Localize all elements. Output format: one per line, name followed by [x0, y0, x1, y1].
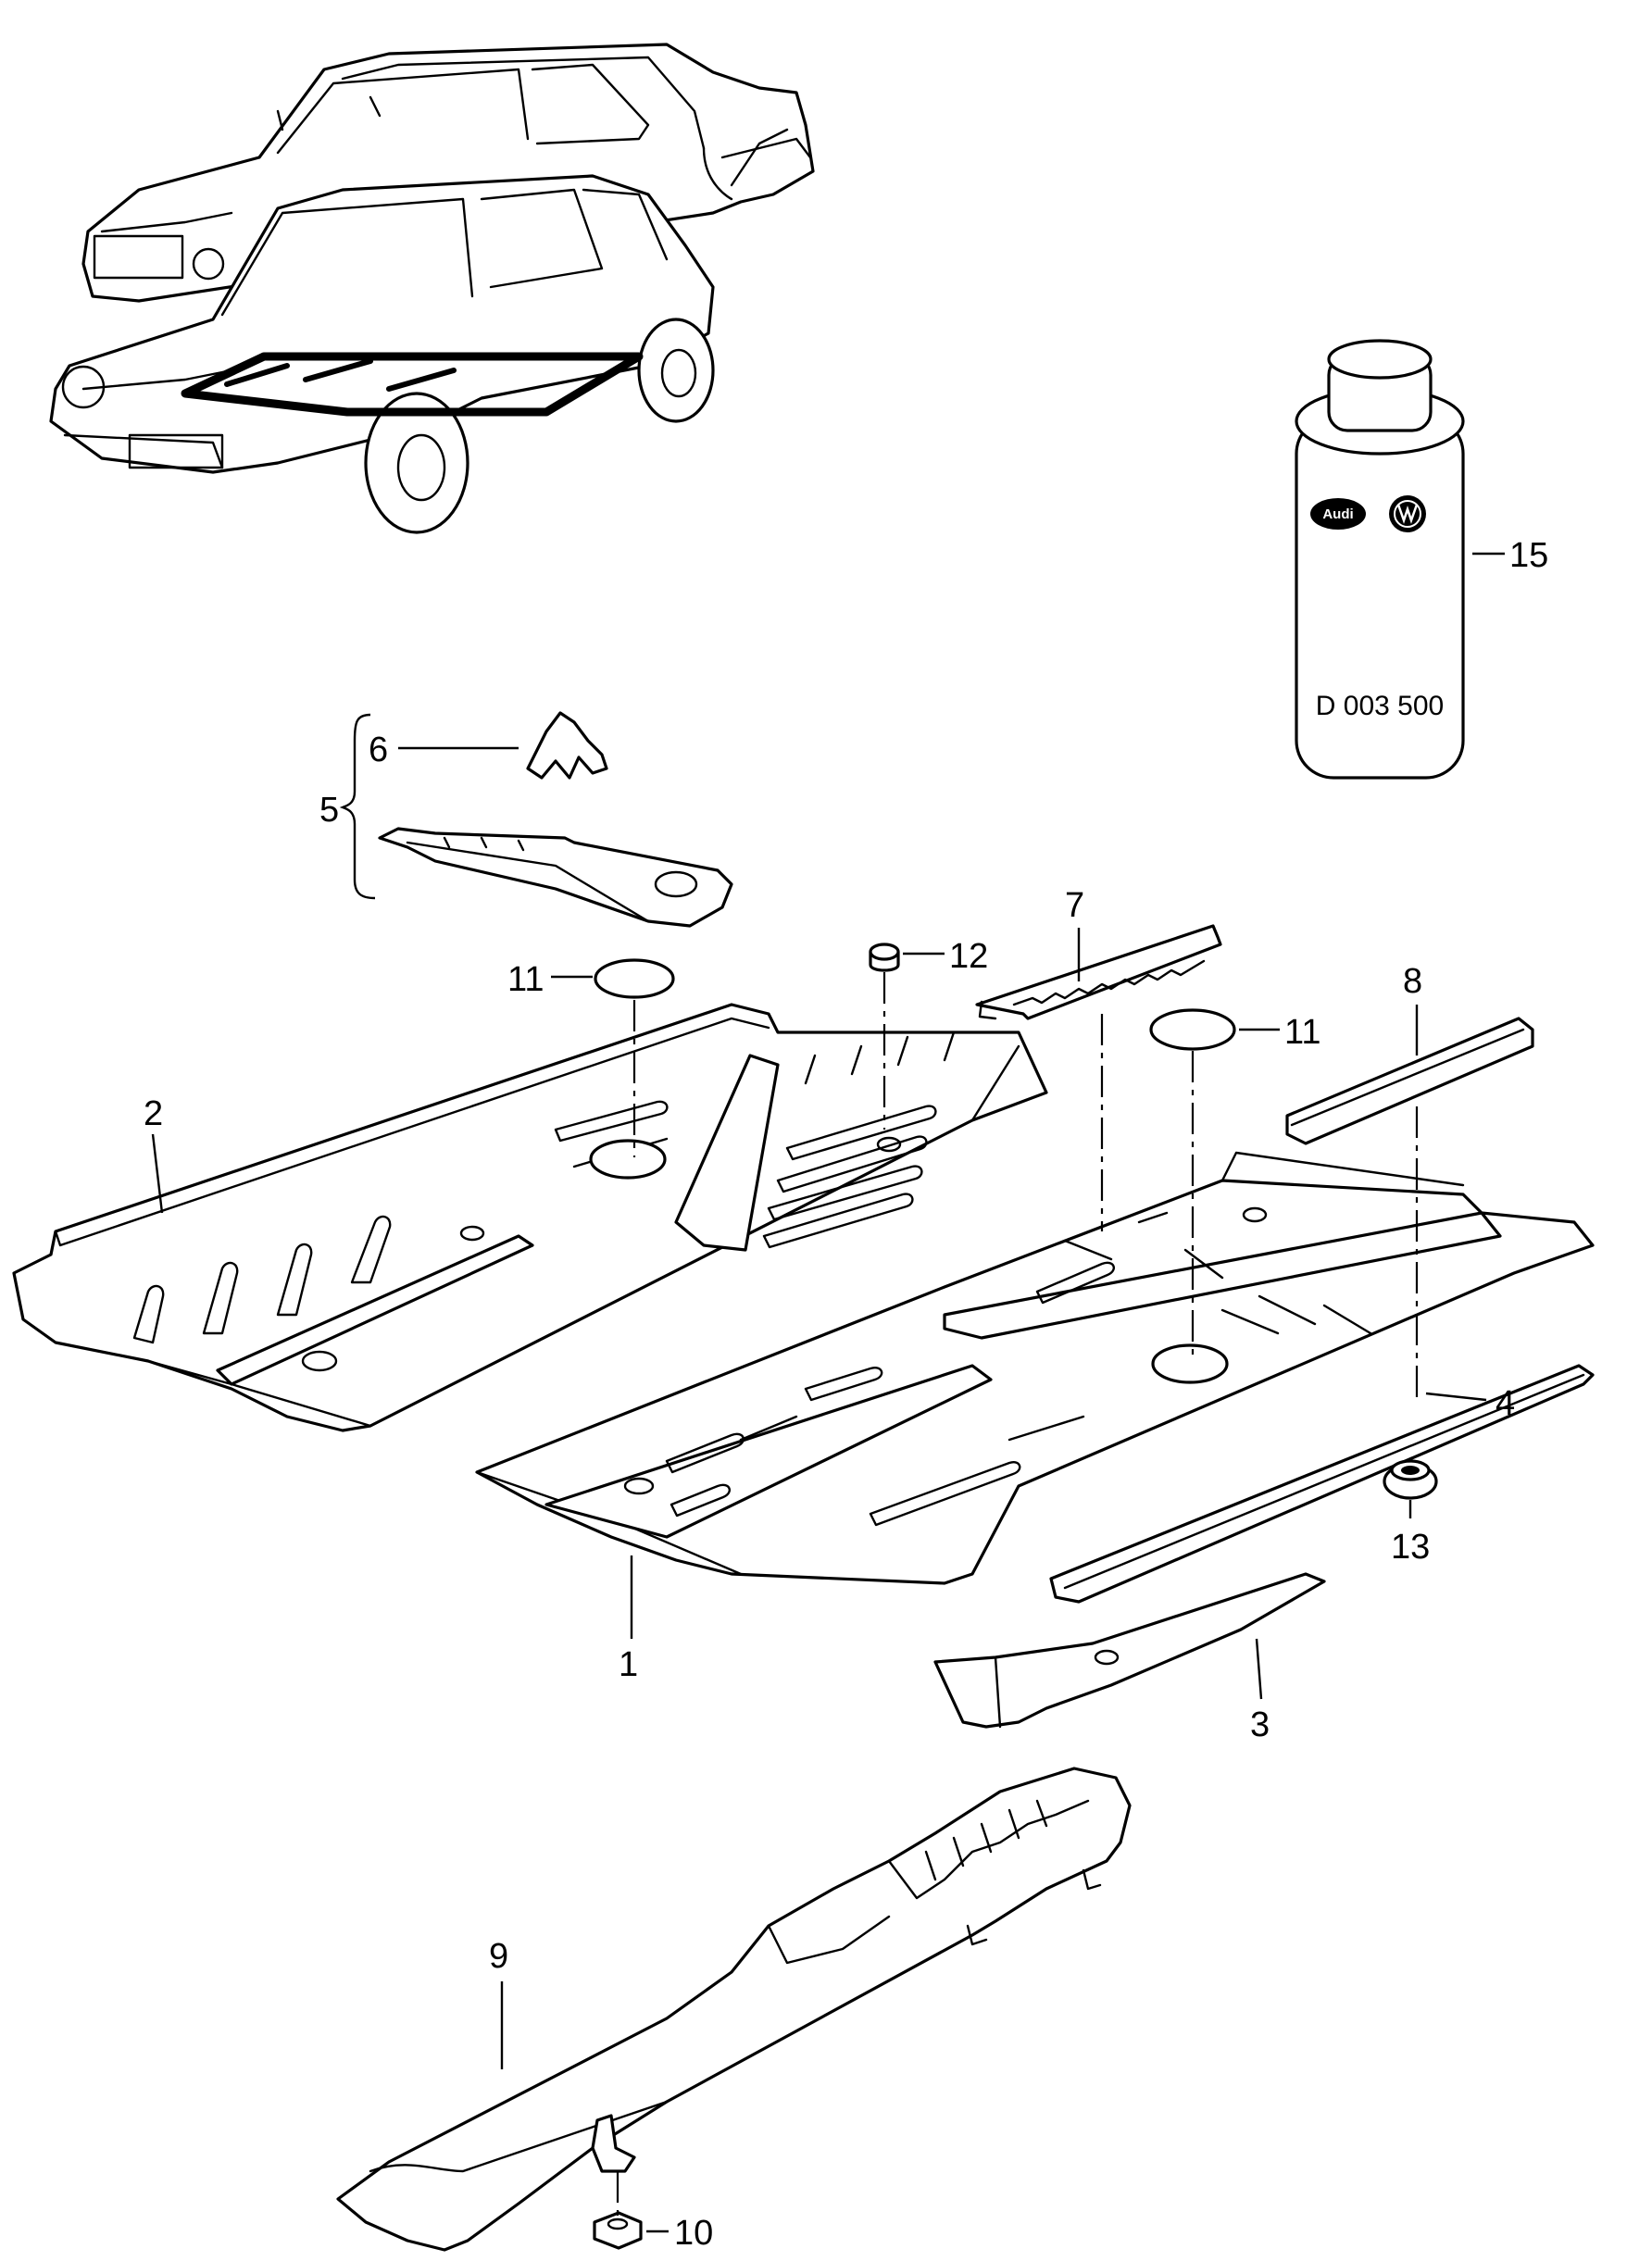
- plug-11-left: 11: [507, 958, 675, 999]
- callout-11-right: 11: [1284, 1013, 1320, 1052]
- callout-2: 2: [144, 1094, 163, 1133]
- car-illustration: [49, 43, 815, 534]
- floor-pan-part-1: 1: [475, 1151, 1595, 1684]
- callout-15: 15: [1509, 536, 1548, 575]
- callout-5: 5: [319, 791, 339, 830]
- callout-8: 8: [1403, 962, 1422, 1001]
- can-part-code: D 003 500: [1316, 691, 1444, 721]
- part-5-assembly: 5 6: [319, 711, 733, 928]
- grommet-part-13: 13: [1383, 1459, 1438, 1567]
- tunnel-part-9: 9: [336, 1767, 1132, 2252]
- callout-11-left: 11: [507, 960, 544, 999]
- sill-part-4: 4: [1049, 1364, 1595, 1604]
- plug-12: 12: [869, 937, 988, 976]
- callout-12: 12: [949, 937, 988, 976]
- callout-13: 13: [1391, 1528, 1430, 1567]
- reinforcement-part-3: 3: [933, 1572, 1326, 1744]
- audi-logo-text: Audi: [1322, 506, 1353, 522]
- callout-3: 3: [1250, 1705, 1270, 1744]
- callout-10: 10: [674, 2214, 713, 2253]
- callout-9: 9: [489, 1937, 508, 1976]
- nut-part-10: 10: [593, 2211, 713, 2253]
- audi-logo: [1310, 498, 1366, 530]
- callout-7: 7: [1065, 886, 1084, 925]
- callout-6: 6: [369, 731, 388, 769]
- callout-4: 4: [1496, 1384, 1515, 1423]
- clip-part-6: [526, 711, 608, 780]
- rail-part-7: 7: [975, 886, 1222, 1020]
- plug-11-right: 11: [1149, 1008, 1320, 1052]
- rail-part-8: 8: [1285, 962, 1534, 1145]
- sealant-can: Audi D 003 500 15: [1295, 339, 1548, 780]
- floor-pan-part-2: 2: [12, 1003, 1048, 1432]
- callout-1: 1: [619, 1645, 638, 1684]
- hatchback-outline: [49, 95, 715, 534]
- bracket-part-5: [378, 827, 733, 928]
- assembly-lines: [616, 972, 1419, 2217]
